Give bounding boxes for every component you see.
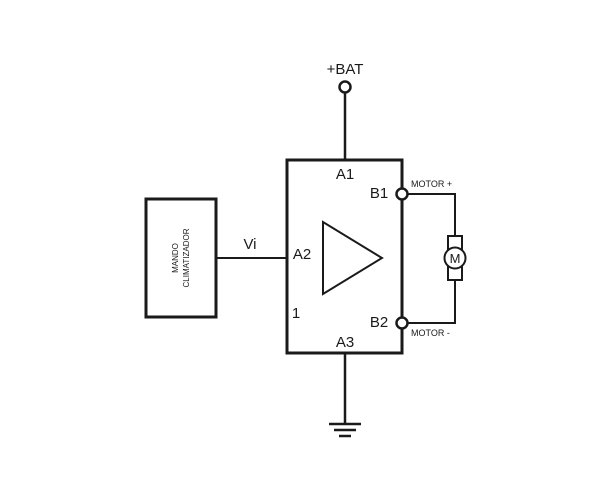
motor-plus-label: MOTOR +	[411, 179, 452, 189]
ground-connection	[329, 353, 361, 438]
motor-circuit: M MOTOR + MOTOR -	[395, 179, 467, 338]
pin-a3-label: A3	[336, 334, 354, 351]
motor-minus-label: MOTOR -	[411, 328, 450, 338]
pin-a2-label: A2	[293, 246, 311, 263]
motor-minus-wire	[408, 280, 456, 324]
supply-label: +BAT	[327, 61, 364, 78]
supply-terminal: +BAT	[327, 61, 364, 160]
amplifier-block: A1 A2 A3 B1 B2 1	[285, 158, 404, 355]
controller-label-line2: CLIMATIZADOR	[182, 228, 191, 287]
controller-block: MANDO CLIMATIZADOR	[144, 197, 218, 319]
pin-b1-terminal	[395, 187, 409, 201]
pin-b2-terminal	[395, 316, 409, 330]
signal-label: Vi	[243, 236, 256, 253]
motor-symbol: M	[450, 251, 461, 266]
motor-plus-wire	[408, 193, 456, 236]
block-number-label: 1	[292, 305, 300, 322]
pin-b2-label: B2	[370, 314, 388, 331]
motor-icon	[443, 246, 467, 270]
amplifier-triangle-icon	[322, 220, 384, 296]
pin-a1-label: A1	[336, 166, 354, 183]
supply-terminal-circle	[338, 80, 352, 94]
controller-label-line1: MANDO	[171, 243, 180, 273]
pin-b1-label: B1	[370, 185, 388, 202]
signal-connection: Vi	[216, 236, 287, 259]
controller-box	[144, 197, 218, 319]
